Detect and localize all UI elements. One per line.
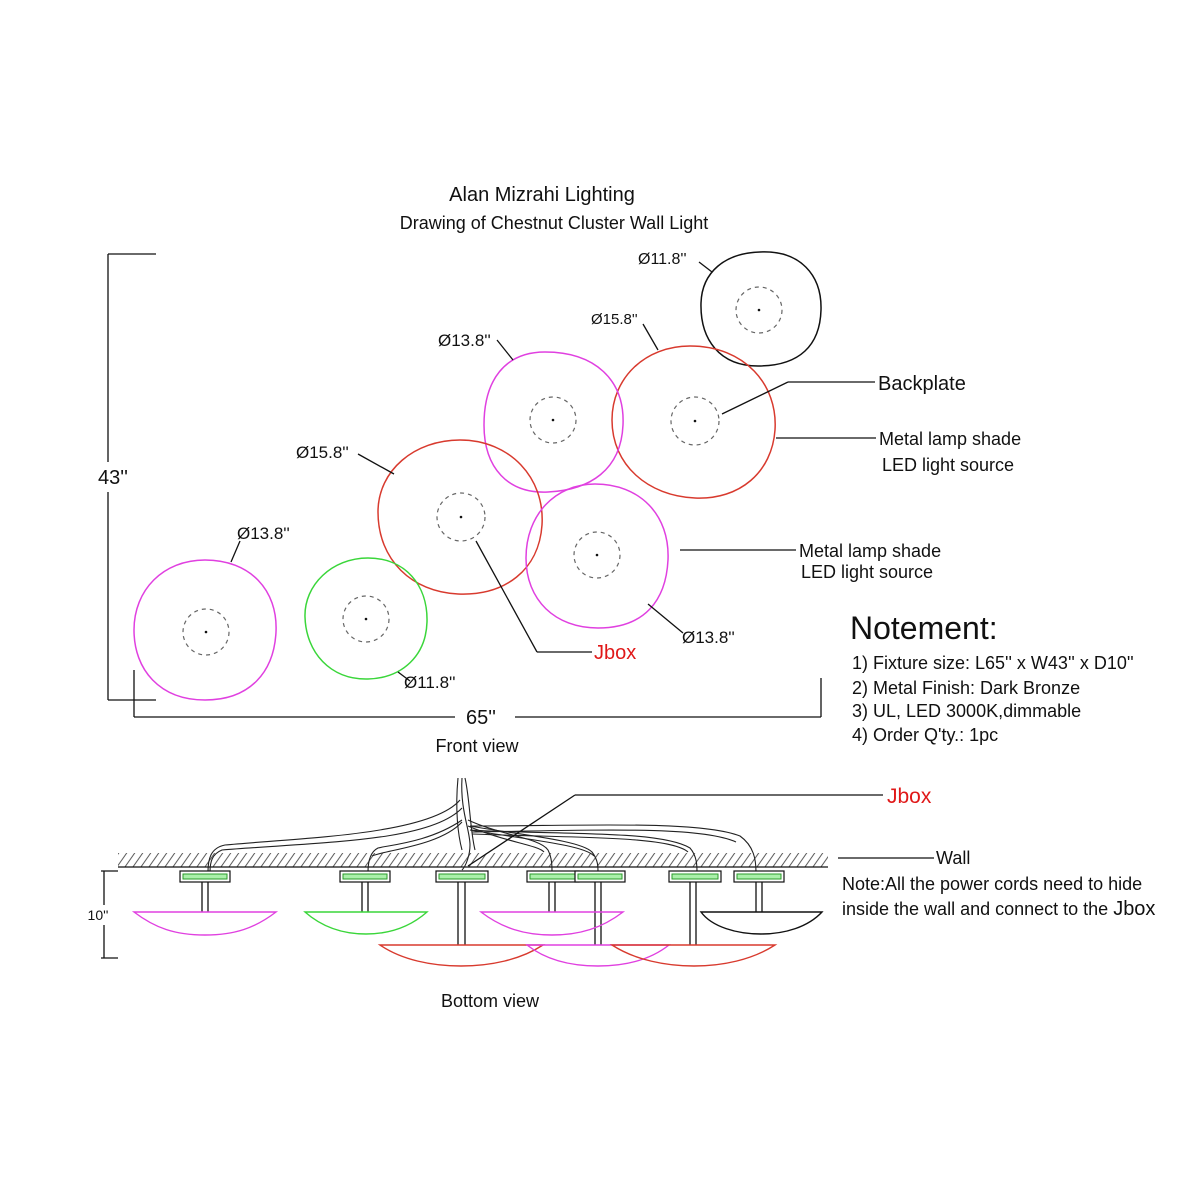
note-item-1: 1) Fixture size: L65'' x W43'' x D10'' [852, 653, 1134, 673]
notes-title: Notement: [850, 610, 998, 646]
notes-block: Notement: 1) Fixture size: L65'' x W43''… [850, 610, 1134, 745]
note-item-2: 2) Metal Finish: Dark Bronze [852, 678, 1080, 698]
light-magenta-13-8-upper [483, 351, 624, 493]
light-green-11-8 [304, 557, 428, 680]
backplate-label: Backplate [878, 373, 966, 395]
note-item-4: 4) Order Q'ty.: 1pc [852, 725, 998, 745]
diameter-label-magenta-left: Ø13.8'' [237, 524, 290, 543]
plate-6 [668, 870, 722, 945]
height-dimension: 43'' [98, 253, 156, 701]
led-source-label-b: LED light source [801, 562, 933, 582]
power-cords [207, 777, 757, 873]
cord-note-line-1: Note:All the power cords need to hide [842, 874, 1142, 894]
shade-profile-magenta-left [131, 911, 279, 936]
wall-label: Wall [936, 848, 970, 868]
shade-profile-magenta-lower [524, 944, 672, 967]
plate-5 [574, 870, 626, 945]
width-dimension-label: 65'' [466, 707, 496, 729]
drawing-subtitle: Drawing of Chestnut Cluster Wall Light [400, 213, 708, 233]
shade-profile-green [303, 911, 429, 935]
wall-section [118, 853, 828, 868]
diameter-label-magenta-lower: Ø13.8'' [682, 628, 735, 647]
light-black-11-8 [700, 251, 822, 367]
shade-profile-red-right [609, 944, 778, 967]
width-dimension: 65'' [133, 670, 822, 729]
cord-note-line-2: inside the wall and connect to the Jbox [842, 898, 1155, 920]
front-view: 43'' 65'' [98, 251, 1021, 756]
light-magenta-13-8-lower [525, 483, 669, 629]
shade-profiles [131, 911, 824, 967]
metal-shade-label-b: Metal lamp shade [799, 541, 941, 561]
light-red-15-8-right [611, 345, 776, 499]
bottom-view: Jbox Wall [88, 777, 1155, 1011]
shade-profile-black [699, 911, 824, 935]
shade-profile-red-center [377, 944, 546, 967]
diameter-label-green: Ø11.8'' [404, 673, 456, 692]
component-callouts: Backplate Metal lamp shade LED light sou… [475, 373, 1021, 664]
jbox-label-front: Jbox [594, 642, 636, 664]
diameter-label-red-right: Ø15.8'' [591, 311, 638, 328]
depth-dimension: 10'' [88, 870, 118, 959]
led-source-label-a: LED light source [882, 455, 1014, 475]
diameter-callouts: Ø11.8'' Ø15.8'' Ø13.8'' Ø15.8'' Ø13.8'' … [230, 251, 735, 692]
bottom-view-caption: Bottom view [441, 991, 540, 1011]
cord-note-line-2-text: inside the wall and connect to the [842, 899, 1113, 919]
diameter-label-magenta-upper: Ø13.8'' [438, 331, 491, 350]
diameter-label-red-center: Ø15.8'' [296, 443, 349, 462]
front-view-caption: Front view [435, 736, 519, 756]
metal-shade-label-a: Metal lamp shade [879, 429, 1021, 449]
cord-note-jbox: Jbox [1113, 898, 1155, 920]
depth-dimension-label: 10'' [88, 907, 109, 923]
shade-profile-magenta-upper [478, 911, 626, 936]
company-title: Alan Mizrahi Lighting [449, 184, 635, 206]
light-red-15-8-center [377, 439, 543, 595]
note-item-3: 3) UL, LED 3000K,dimmable [852, 701, 1081, 721]
plate-7 [733, 870, 785, 912]
height-dimension-label: 43'' [98, 467, 128, 489]
plate-1 [179, 870, 231, 912]
plate-3 [435, 870, 489, 945]
jbox-label-bottom: Jbox [887, 785, 932, 808]
plate-4 [526, 870, 580, 912]
diameter-label-black: Ø11.8'' [638, 251, 687, 268]
mounting-plates [179, 870, 785, 945]
plate-2 [339, 870, 391, 912]
light-magenta-13-8-left [133, 559, 277, 701]
